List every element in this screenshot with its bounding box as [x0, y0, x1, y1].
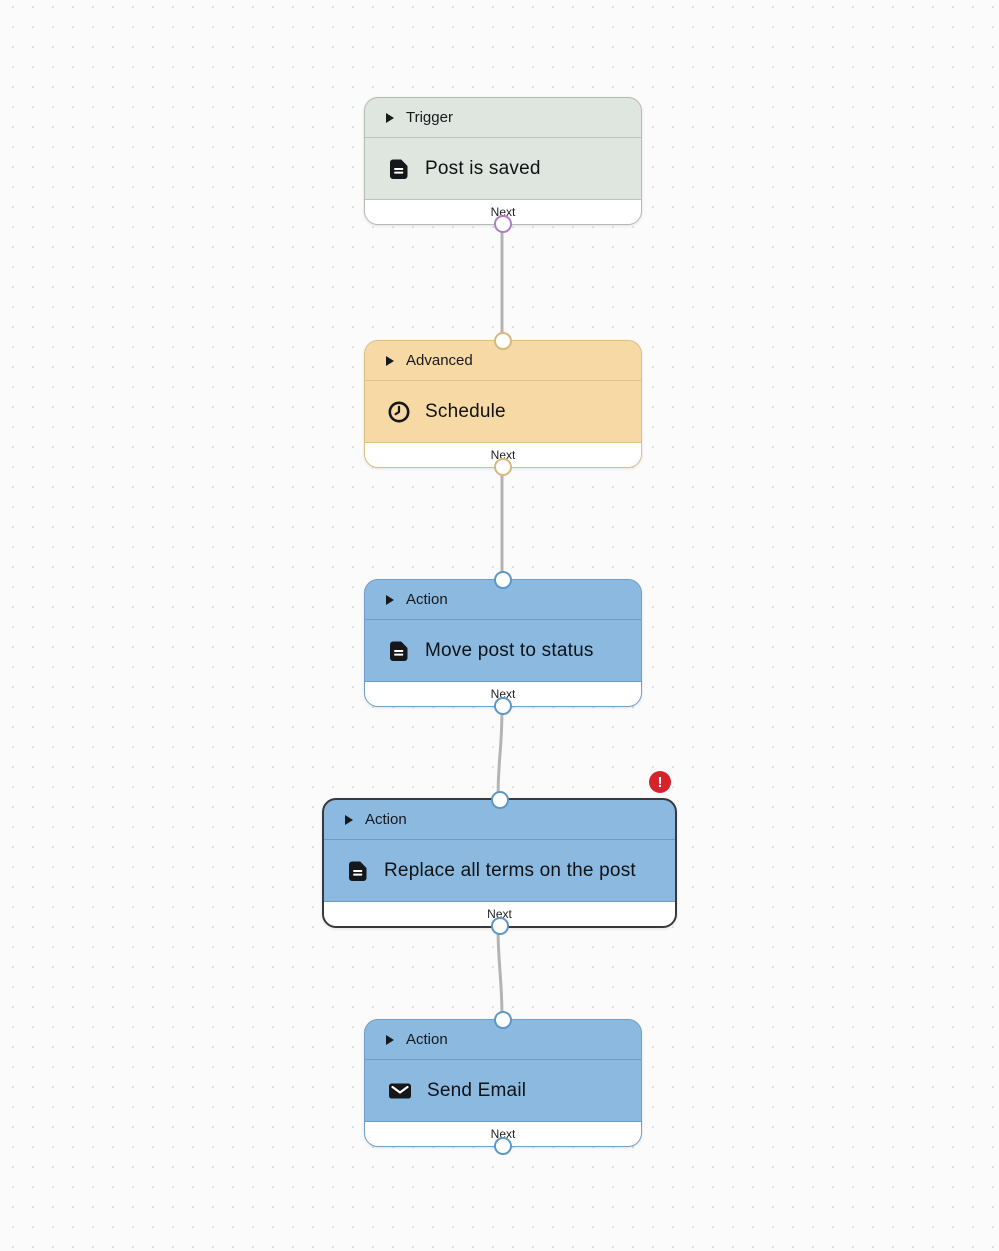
- error-badge[interactable]: !: [649, 771, 671, 793]
- connector-port-bottom[interactable]: [494, 697, 512, 715]
- edge-replace-to-send: [496, 924, 504, 1021]
- node-category-label: Action: [365, 811, 407, 828]
- connector-port-bottom[interactable]: [494, 215, 512, 233]
- connector-port-top[interactable]: [494, 1011, 512, 1029]
- node-action-move-post-to-status[interactable]: Action Move post to status Next: [364, 571, 642, 715]
- connector-port-top[interactable]: [494, 332, 512, 350]
- edge-move-to-replace: [496, 704, 504, 801]
- next-label: Next: [490, 205, 516, 219]
- node-body[interactable]: Replace all terms on the post: [324, 840, 675, 901]
- connector-port-bottom[interactable]: [494, 1137, 512, 1155]
- connector-port-top[interactable]: [494, 571, 512, 589]
- node-title: Move post to status: [425, 639, 594, 661]
- node-header[interactable]: Advanced: [365, 341, 641, 381]
- document-icon: [387, 157, 411, 181]
- document-icon: [346, 859, 370, 883]
- node-title: Post is saved: [425, 157, 541, 179]
- node-body[interactable]: Post is saved: [365, 138, 641, 199]
- collapse-icon[interactable]: [344, 814, 354, 826]
- node-title: Send Email: [427, 1079, 527, 1101]
- connector-port-bottom[interactable]: [490, 917, 509, 935]
- document-icon: [387, 639, 411, 663]
- node-title: Replace all terms on the post: [384, 859, 636, 881]
- clock-icon: [387, 400, 411, 424]
- error-badge-symbol: !: [657, 773, 663, 791]
- collapse-icon[interactable]: [385, 594, 395, 606]
- node-body[interactable]: Schedule: [365, 381, 641, 442]
- node-title: Schedule: [425, 400, 506, 422]
- node-footer: Next: [365, 442, 641, 467]
- node-action-replace-all-terms[interactable]: Action Replace all terms on the post Nex…: [322, 791, 677, 935]
- next-label: Next: [490, 448, 516, 462]
- node-header[interactable]: Trigger: [365, 98, 641, 138]
- node-header[interactable]: Action: [365, 1020, 641, 1060]
- collapse-icon[interactable]: [385, 355, 395, 367]
- node-body[interactable]: Send Email: [365, 1060, 641, 1121]
- node-category-label: Trigger: [406, 109, 453, 126]
- email-icon: [387, 1079, 413, 1103]
- node-action-send-email[interactable]: Action Send Email Next: [364, 1011, 642, 1155]
- connector-port-top[interactable]: [490, 791, 509, 809]
- node-body[interactable]: Move post to status: [365, 620, 641, 681]
- collapse-icon[interactable]: [385, 112, 395, 124]
- next-label: Next: [487, 907, 512, 921]
- node-category-label: Action: [406, 1031, 448, 1048]
- node-trigger-post-is-saved[interactable]: Trigger Post is saved Next: [364, 97, 642, 233]
- node-header[interactable]: Action: [365, 580, 641, 620]
- collapse-icon[interactable]: [385, 1034, 395, 1046]
- node-header[interactable]: Action: [324, 800, 675, 840]
- node-category-label: Action: [406, 591, 448, 608]
- next-label: Next: [490, 1127, 516, 1141]
- connector-port-bottom[interactable]: [494, 458, 512, 476]
- node-category-label: Advanced: [406, 352, 473, 369]
- node-advanced-schedule[interactable]: Advanced Schedule Next: [364, 332, 642, 476]
- next-label: Next: [490, 687, 516, 701]
